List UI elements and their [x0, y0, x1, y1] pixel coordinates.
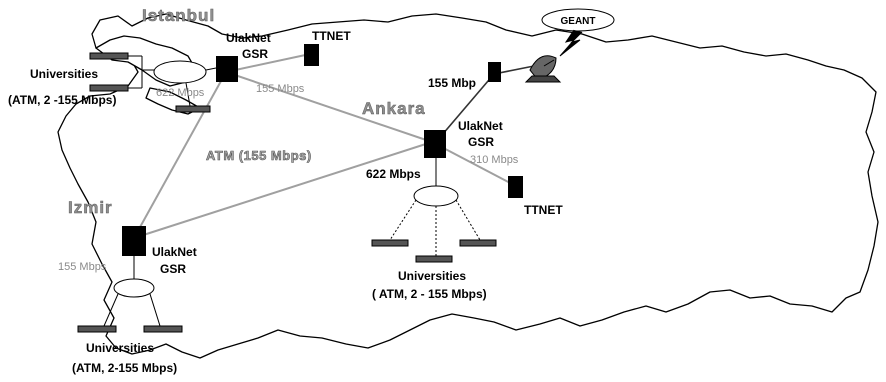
- router-istanbul-ttnet: [304, 44, 319, 66]
- universities-istanbul-detail: (ATM, 2 -155 Mbps): [8, 93, 116, 107]
- istanbul-router-type: GSR: [242, 47, 268, 61]
- link-istanbul-izmir: [133, 71, 227, 239]
- istanbul-wire: [205, 67, 217, 71]
- isp-label-ankara: TTNET: [524, 203, 563, 217]
- ankara-cloud: [413, 185, 459, 207]
- ankara-router-type: GSR: [468, 135, 494, 149]
- isp-label-istanbul: TTNET: [312, 29, 351, 43]
- country-outline: [57, 13, 879, 359]
- istanbul-router-name: UlakNet: [226, 31, 271, 45]
- link-istanbul-ttnet: [225, 53, 311, 73]
- host-icon: [459, 239, 497, 247]
- router-ankara-gsr: [424, 130, 446, 158]
- universities-ankara-detail: ( ATM, 2 - 155 Mbps): [372, 287, 487, 301]
- host-icon: [143, 325, 183, 333]
- host-icon: [89, 84, 129, 92]
- izmir-cloud: [113, 278, 155, 298]
- satellite-dish-icon: [524, 55, 562, 83]
- speed-izmir-lan: 155 Mbps: [58, 261, 107, 273]
- universities-istanbul-title: Universities: [30, 67, 98, 81]
- universities-izmir-detail: (ATM, 2-155 Mbps): [72, 361, 177, 375]
- speed-geant-link: 155 Mbp: [428, 76, 476, 90]
- city-label-istanbul: Istanbul: [142, 6, 215, 25]
- universities-izmir-title: Universities: [86, 341, 154, 355]
- host-icon: [89, 52, 129, 60]
- izmir-wire: [103, 293, 119, 327]
- city-label-ankara: Ankara: [362, 99, 426, 118]
- link-istanbul-ankara: [225, 71, 433, 143]
- geant-label: GEANT: [561, 16, 596, 27]
- speed-istanbul-lan: 622 Mbps: [156, 87, 205, 99]
- speed-ankara-ttnet: 310 Mbps: [470, 154, 519, 166]
- router-istanbul-gsr: [216, 56, 238, 82]
- router-ankara-ttnet: [508, 176, 523, 198]
- host-icon: [371, 239, 409, 247]
- host-icon: [175, 105, 211, 113]
- izmir-wire: [149, 293, 161, 327]
- speed-istanbul-ttnet: 155 Mbps: [256, 83, 305, 95]
- izmir-lan: [77, 256, 183, 333]
- router-izmir-gsr: [122, 226, 146, 256]
- speed-ankara-lan: 622 Mbps: [366, 167, 421, 181]
- istanbul-wire: [185, 82, 191, 107]
- universities-ankara-title: Universities: [398, 269, 466, 283]
- backbone-label: ATM (155 Mbps): [206, 148, 312, 163]
- link-izmir-ankara: [133, 141, 433, 239]
- router-geant-uplink: [488, 62, 501, 82]
- istanbul-cloud: [153, 60, 207, 84]
- ankara-router-name: UlakNet: [458, 119, 503, 133]
- izmir-router-name: UlakNet: [152, 245, 197, 259]
- host-icon: [415, 255, 453, 263]
- izmir-router-type: GSR: [160, 262, 186, 276]
- host-icon: [77, 325, 117, 333]
- lightning-icon: [559, 29, 583, 57]
- ankara-lan: [371, 158, 497, 263]
- istanbul-lan: [89, 52, 217, 113]
- city-label-izmir: Izmir: [68, 198, 113, 217]
